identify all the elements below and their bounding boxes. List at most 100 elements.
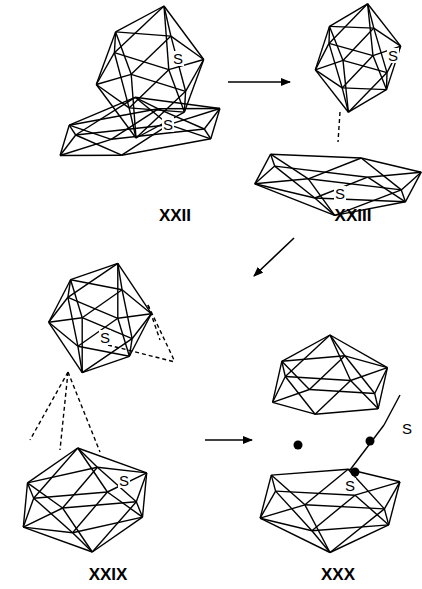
cluster-edge [60,135,76,156]
cluster-edge [405,172,421,202]
cluster-edge [329,4,368,44]
cluster-edge [330,525,389,553]
cluster-edge [96,53,114,85]
cluster-edge [401,172,421,190]
cluster-edge [260,491,276,518]
cluster-edge [378,368,387,409]
cluster-edge [132,314,151,339]
cluster-edge [49,322,82,372]
cluster-edge [260,518,312,531]
cluster-edge [73,492,108,533]
cluster-edge [309,390,374,394]
cluster-edge [345,356,388,368]
cluster-edge [117,263,118,318]
cluster-edge [96,32,115,85]
sulfur-atom-label: S [118,473,130,488]
cluster-edge [63,502,137,508]
cluster-edge [315,26,329,70]
cluster-edge [374,28,387,73]
sulfur-atom-label: S [162,117,174,132]
cluster-edge [255,166,275,184]
cluster-edge [342,88,386,90]
cluster-edge [49,297,68,322]
cluster-edge [315,70,348,112]
cluster-edge [343,28,374,60]
cluster-edge [63,467,98,508]
cluster-edge [71,280,83,318]
cluster-edge [355,495,389,525]
cluster-edge [343,60,387,72]
cluster-edge [114,6,164,53]
cluster-edge [82,290,122,318]
cluster-edge [330,26,374,28]
cluster-edge [308,179,401,190]
cluster-edge [76,135,122,155]
sulfur-atom-label: S [387,48,399,63]
cluster-edge [315,409,378,415]
cluster-edge [49,280,71,323]
cluster-edge [122,290,132,339]
compound-number: XXX [321,566,355,583]
cluster-edge [329,43,373,55]
cluster-edge [329,43,342,88]
cluster-edge [111,109,158,140]
cluster-edge [285,377,315,415]
cluster-edge [114,53,168,70]
cluster-edge [348,73,387,113]
cluster-edge [285,377,350,381]
cluster-edge [308,158,361,179]
cluster-edge [330,335,351,381]
sulfur-atom-label: S [344,478,356,493]
cluster-edge [68,297,78,346]
cluster-edge [63,508,93,552]
cluster-edge [345,356,375,394]
cluster-edge [343,60,348,112]
cluster-edge [312,495,355,531]
cluster-edge [271,154,309,179]
cluster-edge [69,125,111,139]
cluster-edge [78,346,129,356]
cluster-edge [169,109,220,125]
cluster-edge [116,32,171,36]
cluster-edge [351,381,379,409]
cluster-edge [387,46,401,90]
cluster-edge [271,475,305,505]
cluster-edge [49,318,82,323]
cluster-edge [69,97,135,125]
compound-number: XXII [159,207,191,224]
cluster-edge [131,36,171,74]
cluster-edge [116,6,164,32]
cluster-edge [116,32,132,74]
cluster-edge [260,475,271,518]
cluster-edge [348,90,386,113]
cluster-edge [118,263,152,313]
cluster-edge [308,179,334,216]
cluster-edge [158,108,220,110]
cluster-edge [78,318,118,346]
cluster-edge [107,492,142,517]
cluster-edge [355,482,400,495]
cluster-edge [68,297,118,318]
sulfur-atom-label: S [401,421,413,436]
cluster-edge [60,139,111,155]
cluster-edge [389,482,400,525]
cluster-edge [305,469,348,505]
cluster-edge [305,505,330,553]
cluster-edge [330,4,368,27]
cluster-edge [81,318,82,373]
cluster-edge [131,74,185,91]
cluster-edge [368,4,401,46]
cluster-edge [143,473,147,517]
cluster-edge [107,473,146,492]
cluster-edge [276,491,312,531]
cluster-edge [368,172,422,177]
cluster-edge [282,356,345,362]
cluster-edge [315,381,351,415]
cluster-edge [23,483,27,527]
cluster-edge [271,154,362,158]
cluster-edge [315,198,406,202]
cluster-edge [330,335,387,368]
compound-number: XXIII [335,207,372,224]
cluster-edge [351,368,388,381]
